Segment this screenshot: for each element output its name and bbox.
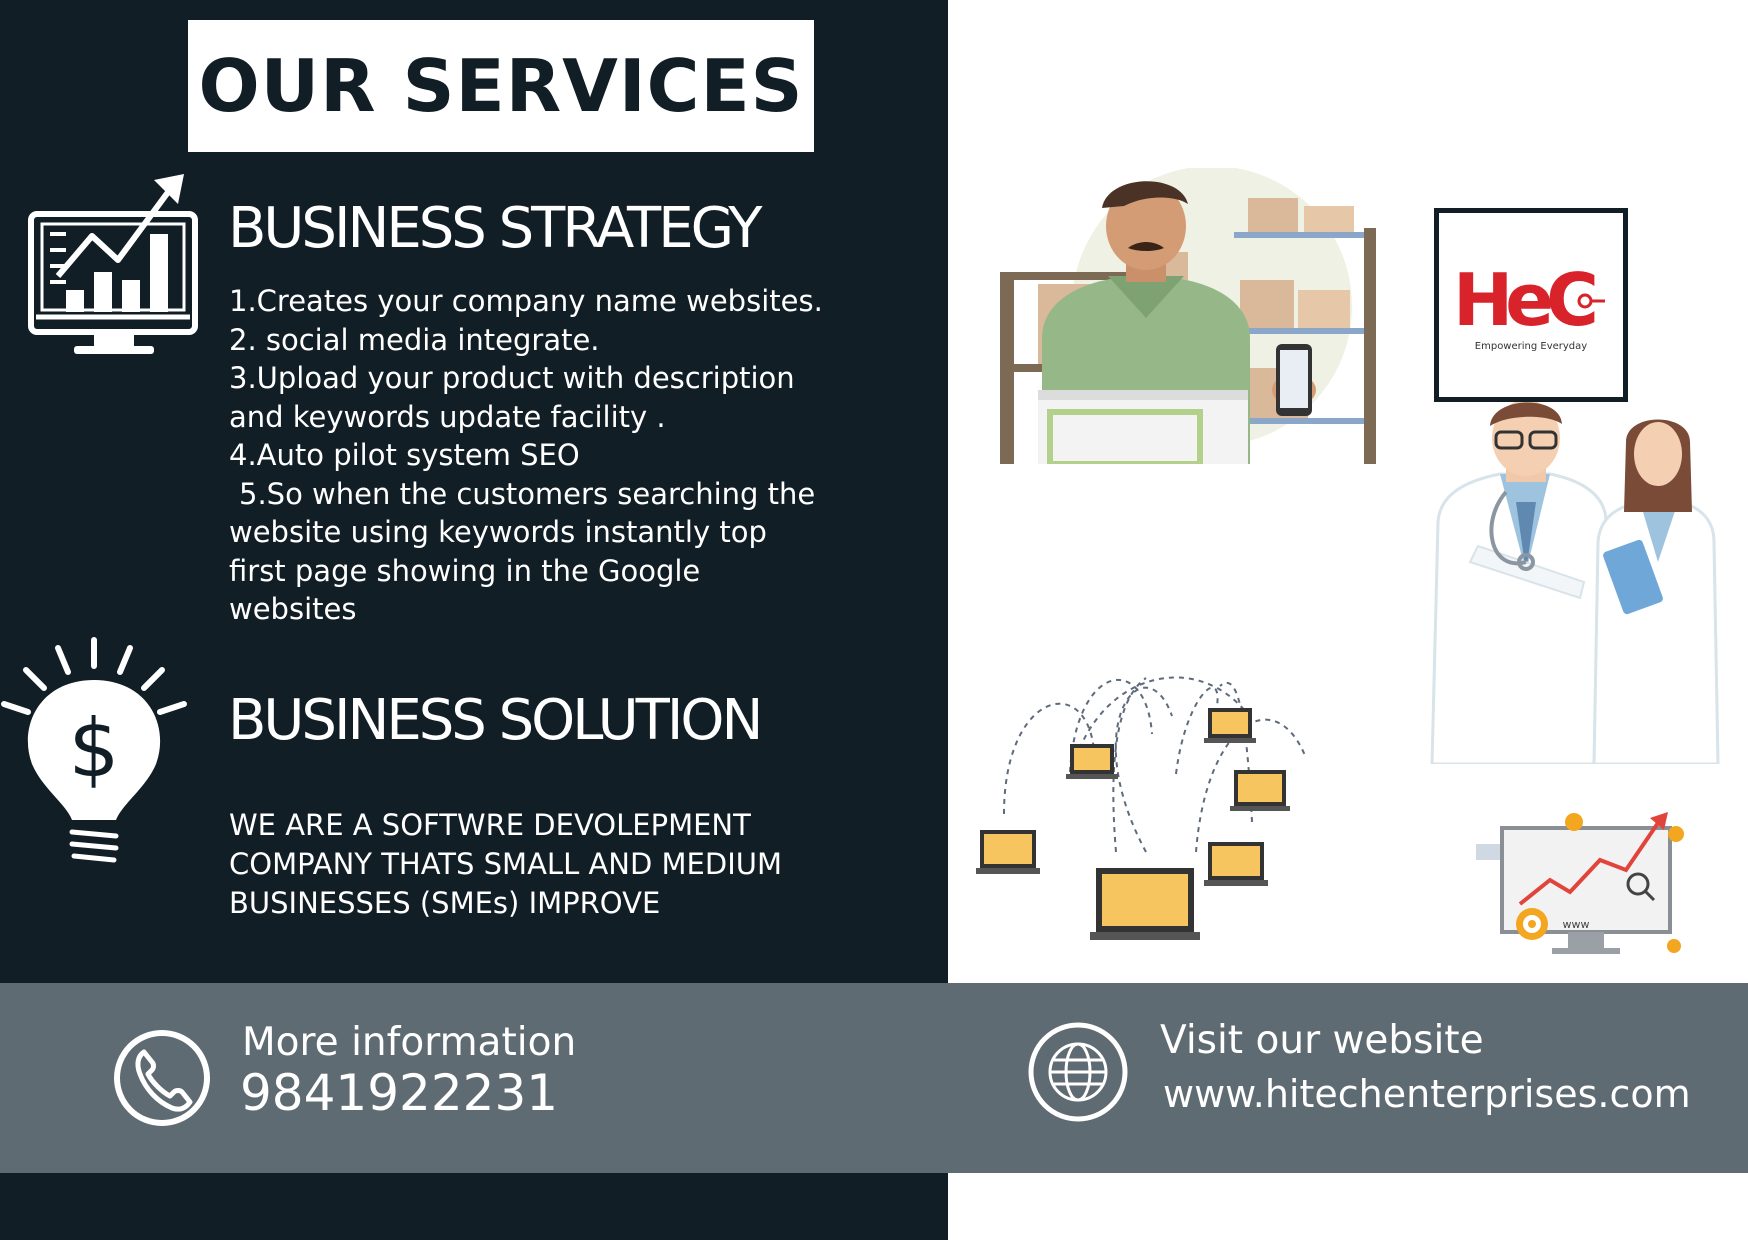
logo-tagline: Empowering Everyday [1474,341,1588,352]
web-label: Visit our website [1160,1018,1484,1063]
lightbulb-dollar-icon: $ [1,637,187,863]
strategy-list: 1.Creates your company name websites. 2.… [229,282,829,629]
web-url[interactable]: www.hitechenterprises.com [1163,1072,1691,1116]
svg-text:$: $ [69,702,120,795]
footer-bar [0,983,1748,1173]
svg-text:HeC: HeC [1453,259,1595,339]
strategy-item-2: 2. social media integrate. [229,322,600,357]
title-box: OUR SERVICES [188,20,814,152]
chart-monitor-icon [28,174,198,354]
www-label: www [1563,918,1590,931]
strategy-item-1: 1.Creates your company name websites. [229,284,823,318]
doctors-illustration [1430,402,1720,764]
solution-text: WE ARE A SOFTWRE DEVOLEPMENT COMPANY THA… [229,808,782,920]
hec-logo: HeC Empowering Everyday [1434,208,1628,402]
network-laptops-illustration [976,676,1307,940]
strategy-item-3: 3.Upload your product with description a… [229,361,795,434]
hec-logo-mark: HeC [1453,259,1605,339]
page-title: OUR SERVICES [198,44,804,128]
strategy-item-4: 4.Auto pilot system SEO [229,438,580,472]
phone-label: More information [242,1020,577,1065]
phone-icon[interactable] [112,1028,212,1128]
solution-heading: BUSINESS SOLUTION [228,688,763,753]
strategy-item-5: 5.So when the customers searching the we… [229,476,816,627]
strategy-heading: BUSINESS STRATEGY [228,196,762,261]
shopkeeper-illustration [1000,168,1376,464]
globe-icon[interactable] [1026,1020,1130,1124]
phone-number[interactable]: 9841922231 [240,1064,559,1122]
seo-growth-illustration: www [1476,812,1684,954]
laptop-group [976,708,1290,940]
